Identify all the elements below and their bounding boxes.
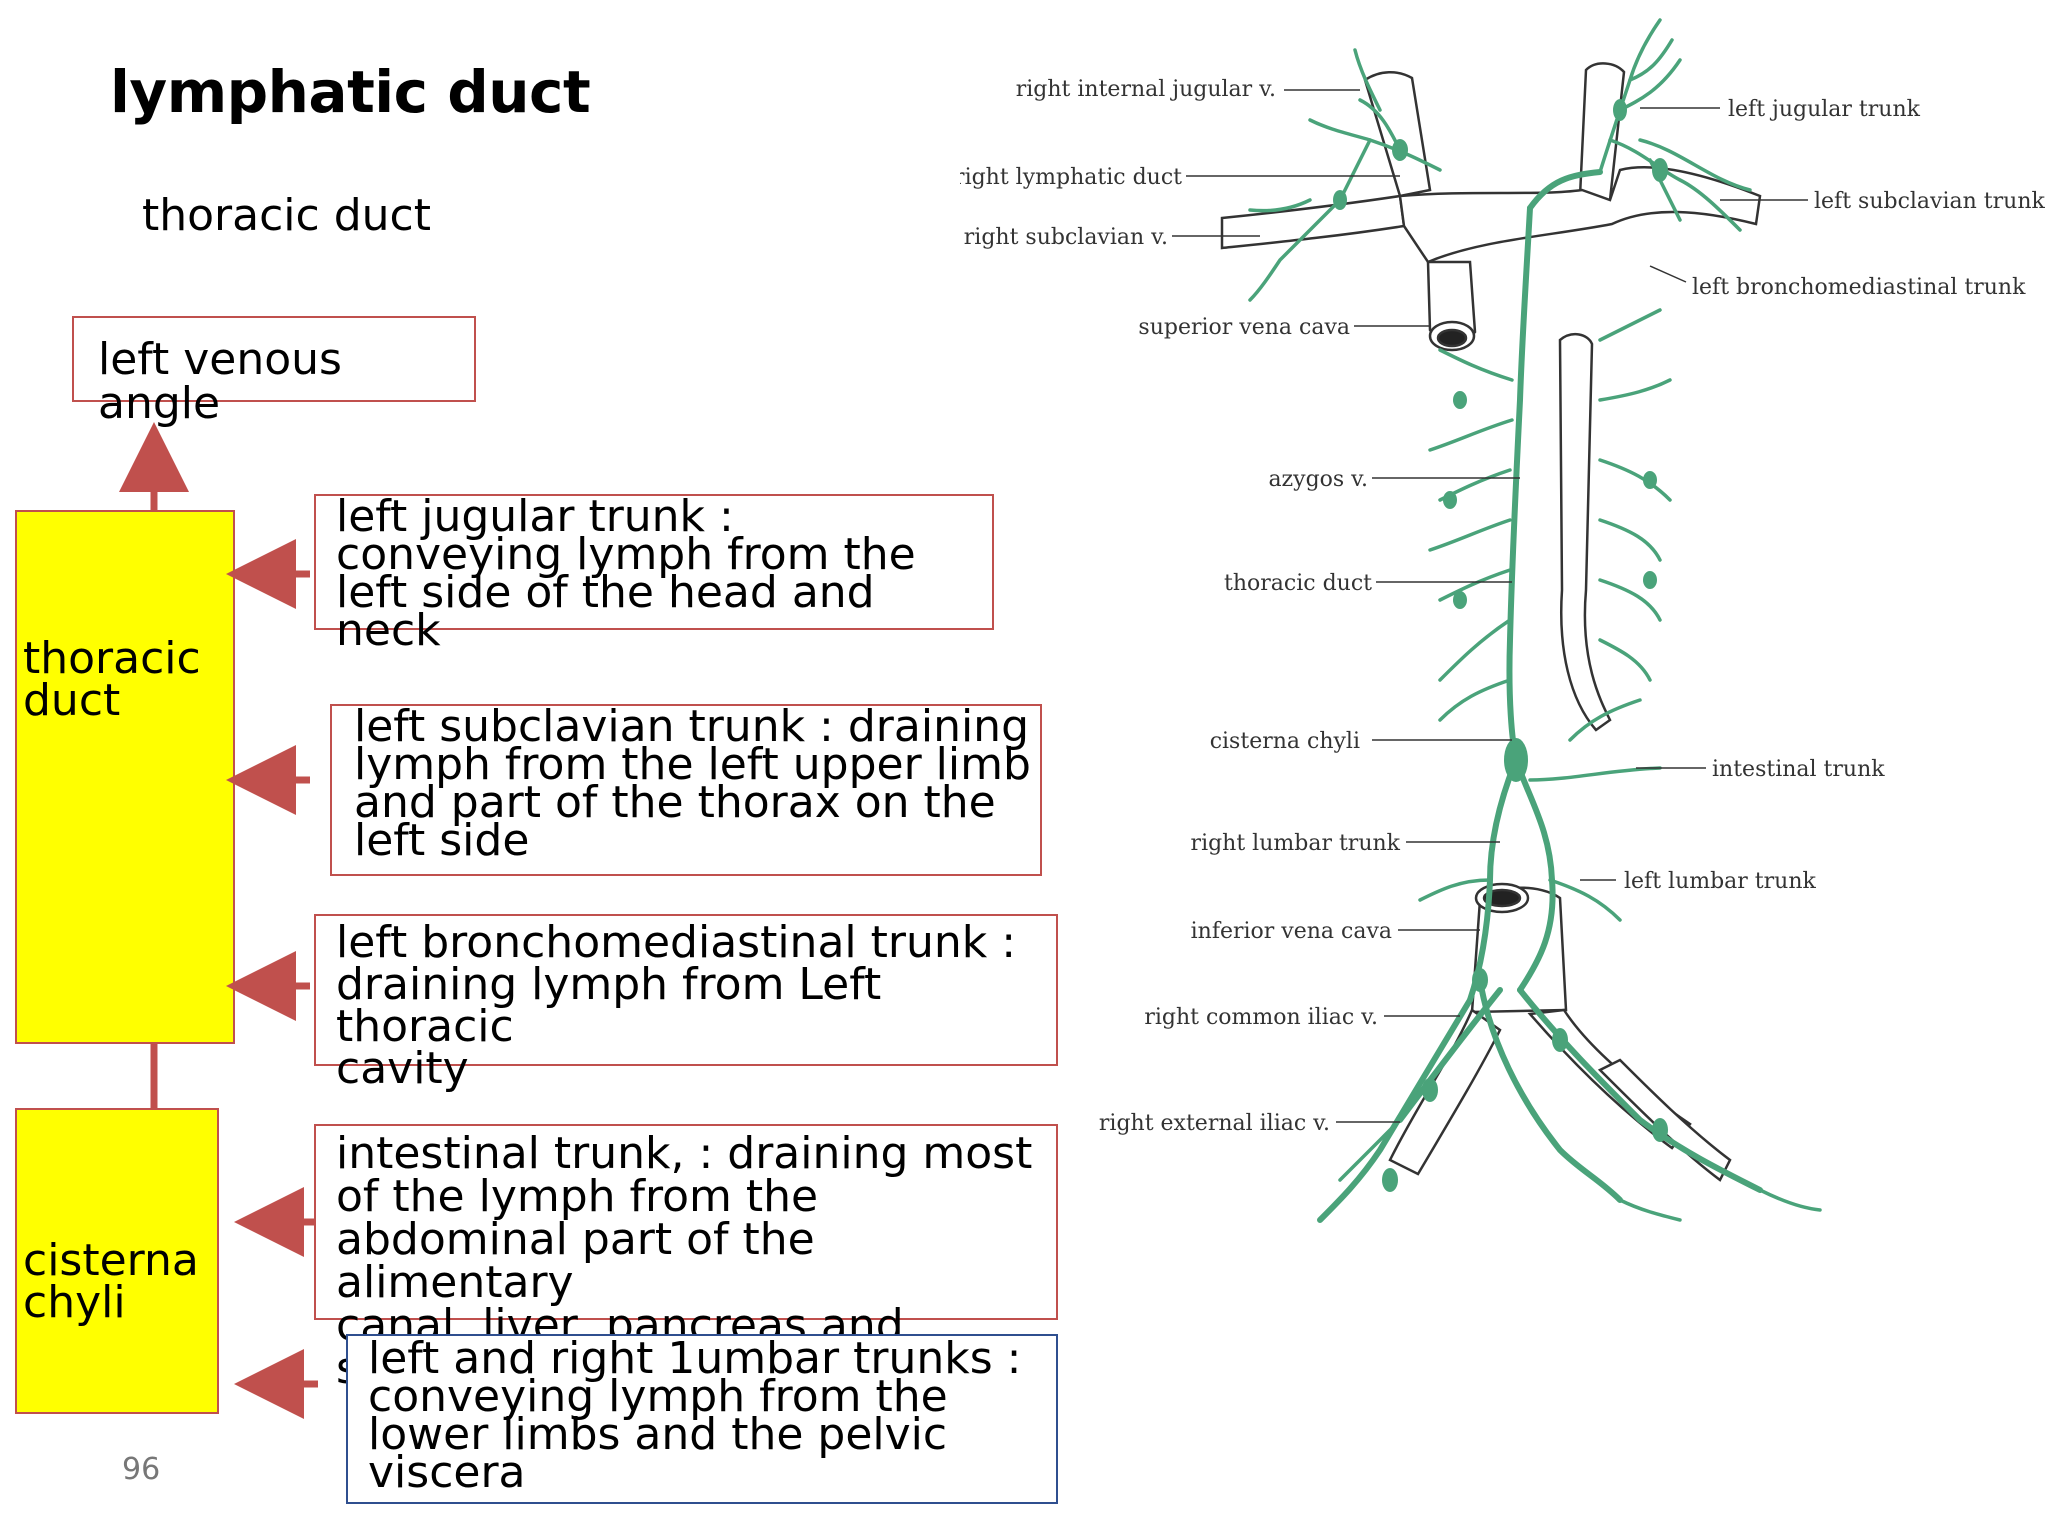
right-subclavian-vein <box>1220 194 1406 250</box>
right-internal-jugular-vein <box>1363 71 1432 198</box>
label-right-subclavian: right subclavian v. <box>964 225 1168 250</box>
label-thoracic-duct: thoracic duct <box>1224 571 1372 596</box>
label-left-subclavian-trunk: left subclavian trunk <box>1814 189 2045 214</box>
bronchomediastinal-trunk-box: left bronchomediastinal trunk : draining… <box>314 914 1058 1091</box>
page-number: 96 <box>122 1452 161 1487</box>
left-internal-jugular-vein <box>1578 62 1626 202</box>
left-lumbar-trunk-vessel <box>1517 987 1763 1193</box>
left-venous-angle-box: left venous angle <box>72 316 476 426</box>
cisterna-chyli-block-label: cisterna chyli <box>23 1235 199 1328</box>
intestinal-trunk-box: intestinal trunk, : draining most of the… <box>314 1124 1058 1391</box>
right-lumbar-trunk-vessel <box>1317 997 1473 1223</box>
figure-labels: right internal jugular v. right lymphati… <box>960 77 2045 1136</box>
leader-lines <box>1172 89 1808 1123</box>
label-intestinal-trunk: intestinal trunk <box>1712 757 1885 782</box>
veins <box>1220 62 1762 1182</box>
jugular-trunk-text: left jugular trunk : conveying lymph fro… <box>336 491 916 656</box>
left-venous-angle-label: left venous angle <box>98 334 342 429</box>
label-right-lymphatic-duct: right lymphatic duct <box>960 165 1182 190</box>
thoracic-duct-block-label: thoracic duct <box>23 633 201 726</box>
lymphatic-anatomy-figure: right internal jugular v. right lymphati… <box>960 18 2045 1223</box>
page-title: lymphatic duct <box>110 58 591 126</box>
thoracic-duct-vessel <box>1506 205 1533 763</box>
label-azygos: azygos v. <box>1268 467 1368 492</box>
label-left-jugular-trunk: left jugular trunk <box>1728 97 1921 122</box>
label-superior-vena-cava: superior vena cava <box>1138 315 1350 340</box>
lumbar-trunks-text: left and right 1umbar trunks : conveying… <box>368 1333 1022 1498</box>
lymph-branches <box>1248 18 1822 1222</box>
flow-arrows <box>119 422 318 1419</box>
subtitle: thoracic duct <box>142 190 431 241</box>
left-external-iliac-vein <box>1597 1058 1732 1182</box>
label-right-lumbar-trunk: right lumbar trunk <box>1191 831 1401 856</box>
duct-to-angle <box>1527 169 1603 211</box>
lymph-nodes <box>1333 99 1668 1192</box>
label-inferior-vena-cava: inferior vena cava <box>1191 919 1392 944</box>
subclavian-trunk-text: left subclavian trunk : draining lymph f… <box>354 701 1031 866</box>
cisterna-chyli-block: cisterna chyli <box>15 1108 219 1414</box>
label-left-bronchomediastinal-trunk: left bronchomediastinal trunk <box>1692 275 2026 300</box>
label-right-common-iliac: right common iliac v. <box>1144 1005 1378 1030</box>
bronchomediastinal-trunk-text: left bronchomediastinal trunk : draining… <box>336 917 1017 1094</box>
label-right-internal-jugular: right internal jugular v. <box>1016 77 1276 102</box>
right-common-iliac-vein <box>1388 1008 1502 1176</box>
jugular-trunk-box: left jugular trunk : conveying lymph fro… <box>314 494 994 653</box>
azygos-vein <box>1558 332 1612 732</box>
subclavian-trunk-box: left subclavian trunk : draining lymph f… <box>330 704 1042 876</box>
lumbar-trunks-box: left and right 1umbar trunks : conveying… <box>346 1334 1058 1504</box>
lymph-vessels <box>1317 169 1763 1223</box>
label-left-lumbar-trunk: left lumbar trunk <box>1624 869 1817 894</box>
label-cisterna-chyli: cisterna chyli <box>1210 729 1360 754</box>
label-right-external-iliac: right external iliac v. <box>1099 1111 1330 1136</box>
